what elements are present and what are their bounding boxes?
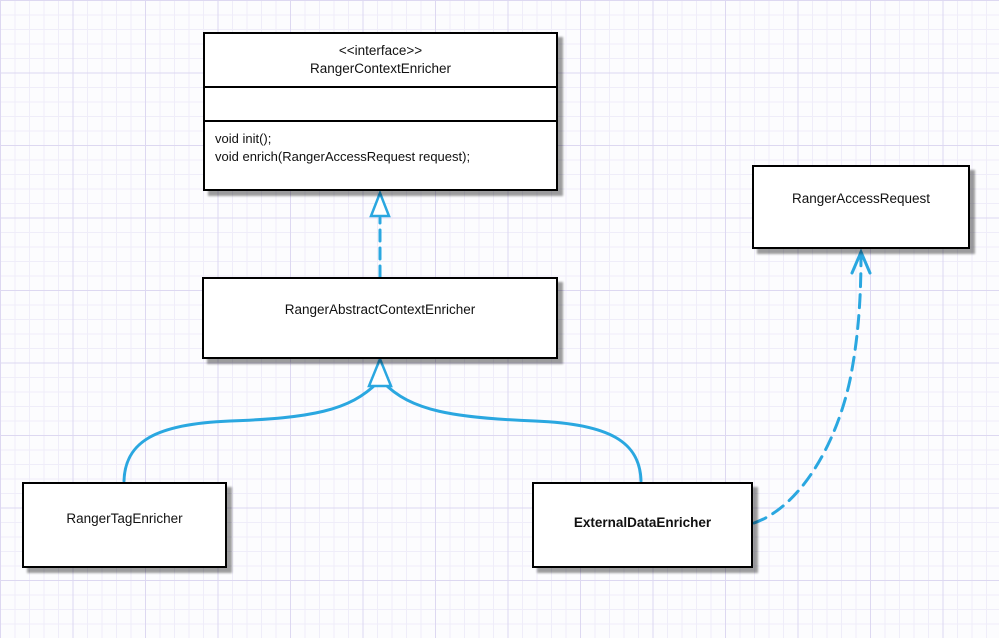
generalization-arrow-external[interactable] — [381, 380, 643, 483]
realization-arrow[interactable] — [369, 189, 391, 279]
generalization-arrow-tag[interactable] — [122, 380, 380, 483]
class-name: ExternalDataEnricher — [573, 514, 712, 530]
class-name: RangerContextEnricher — [309, 61, 452, 76]
class-box-external-data-enricher[interactable]: ExternalDataEnricher — [532, 482, 753, 568]
class-box-ranger-context-enricher[interactable]: <<interface>> RangerContextEnricher void… — [203, 32, 558, 191]
class-box-ranger-tag-enricher[interactable]: RangerTagEnricher — [22, 482, 227, 568]
class-name: RangerAbstractContextEnricher — [284, 301, 476, 317]
class-box-ranger-access-request[interactable]: RangerAccessRequest — [752, 165, 970, 249]
generalization-arrowhead — [367, 355, 393, 388]
method-enrich: void enrich(RangerAccessRequest request)… — [215, 148, 471, 164]
method-init: void init(); — [215, 131, 272, 146]
class-name: RangerAccessRequest — [791, 190, 931, 206]
class-box-ranger-abstract-context-enricher[interactable]: RangerAbstractContextEnricher — [202, 277, 558, 359]
stereotype-label: <<interface>> — [338, 43, 423, 58]
dependency-arrow[interactable] — [752, 248, 872, 525]
methods-compartment: void init(); void enrich(RangerAccessReq… — [205, 120, 556, 189]
class-name: RangerTagEnricher — [66, 510, 183, 526]
class-title-compartment: <<interface>> RangerContextEnricher — [205, 34, 556, 86]
fields-compartment — [205, 86, 556, 120]
